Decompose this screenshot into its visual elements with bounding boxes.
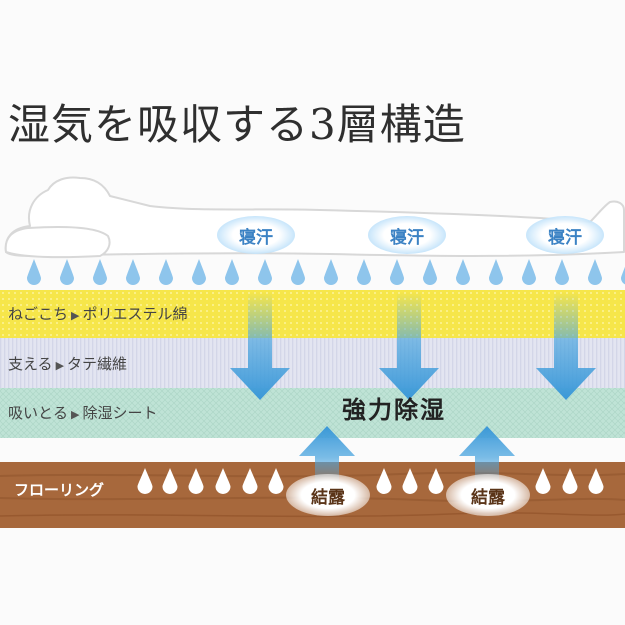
water-drop-icon [428, 468, 444, 494]
water-drop-icon [268, 468, 284, 494]
water-drop-icon [60, 259, 74, 285]
layer-desc: ポリエステル綿 [82, 305, 188, 323]
water-drop-icon [93, 259, 107, 285]
layer-name: 吸いとる [8, 404, 69, 422]
water-drop-icon [324, 259, 338, 285]
water-drop-icon [588, 468, 604, 494]
water-drop-icon [27, 259, 41, 285]
water-drop-icon [258, 259, 272, 285]
layer-desc: 除湿シート [82, 404, 158, 422]
water-drop-icon [162, 468, 178, 494]
sweat-label-1: 寝汗 [217, 216, 295, 254]
sweat-drops-row [27, 259, 625, 285]
layer-desc: タテ繊維 [67, 355, 128, 373]
water-drop-icon [215, 468, 231, 494]
water-drop-icon [562, 468, 578, 494]
layer-comfort: ねごこち▶ポリエステル綿 [0, 290, 625, 338]
down-arrow-icon [379, 292, 439, 400]
arrow-marker-icon: ▶ [55, 359, 65, 372]
water-drop-icon [242, 468, 258, 494]
page-title: 湿気を吸収する3層構造 [8, 100, 466, 149]
layer-support: 支える▶タテ繊維 [0, 338, 625, 388]
water-drop-icon [588, 259, 602, 285]
water-drop-icon [522, 259, 536, 285]
water-drop-icon [291, 259, 305, 285]
down-arrow-icon [536, 292, 596, 400]
arrow-marker-icon: ▶ [71, 309, 80, 322]
sweat-label-2: 寝汗 [368, 216, 446, 254]
arrow-marker-icon: ▶ [71, 408, 80, 421]
water-drop-icon [126, 259, 140, 285]
water-drop-icon [423, 259, 437, 285]
floor-label: フローリング [14, 481, 105, 499]
strong-dehumidify-label: 強力除湿 [342, 396, 446, 424]
water-drop-icon [489, 259, 503, 285]
down-arrow-icon [230, 292, 290, 400]
water-drop-icon [621, 266, 625, 285]
condensation-label-1: 結露 [286, 474, 370, 516]
water-drop-icon [188, 468, 204, 494]
water-drop-icon [192, 259, 206, 285]
water-drop-icon [402, 468, 418, 494]
water-drop-icon [456, 259, 470, 285]
water-drop-icon [137, 468, 153, 494]
condensation-drops-row [137, 468, 604, 494]
layer-name: ねごこち [8, 305, 69, 323]
water-drop-icon [390, 259, 404, 285]
up-arrow-icon [459, 426, 515, 488]
layer-absorb: 吸いとる▶除湿シート [0, 388, 625, 438]
condensation-label-2: 結露 [446, 474, 530, 516]
water-drop-icon [535, 468, 551, 494]
water-drop-icon [376, 468, 392, 494]
water-drop-icon [555, 259, 569, 285]
layer-name: 支える [8, 355, 53, 373]
water-drop-icon [225, 259, 239, 285]
water-drop-icon [159, 259, 173, 285]
sweat-label-3: 寝汗 [526, 216, 604, 254]
up-arrow-icon [299, 426, 355, 488]
water-drop-icon [357, 259, 371, 285]
